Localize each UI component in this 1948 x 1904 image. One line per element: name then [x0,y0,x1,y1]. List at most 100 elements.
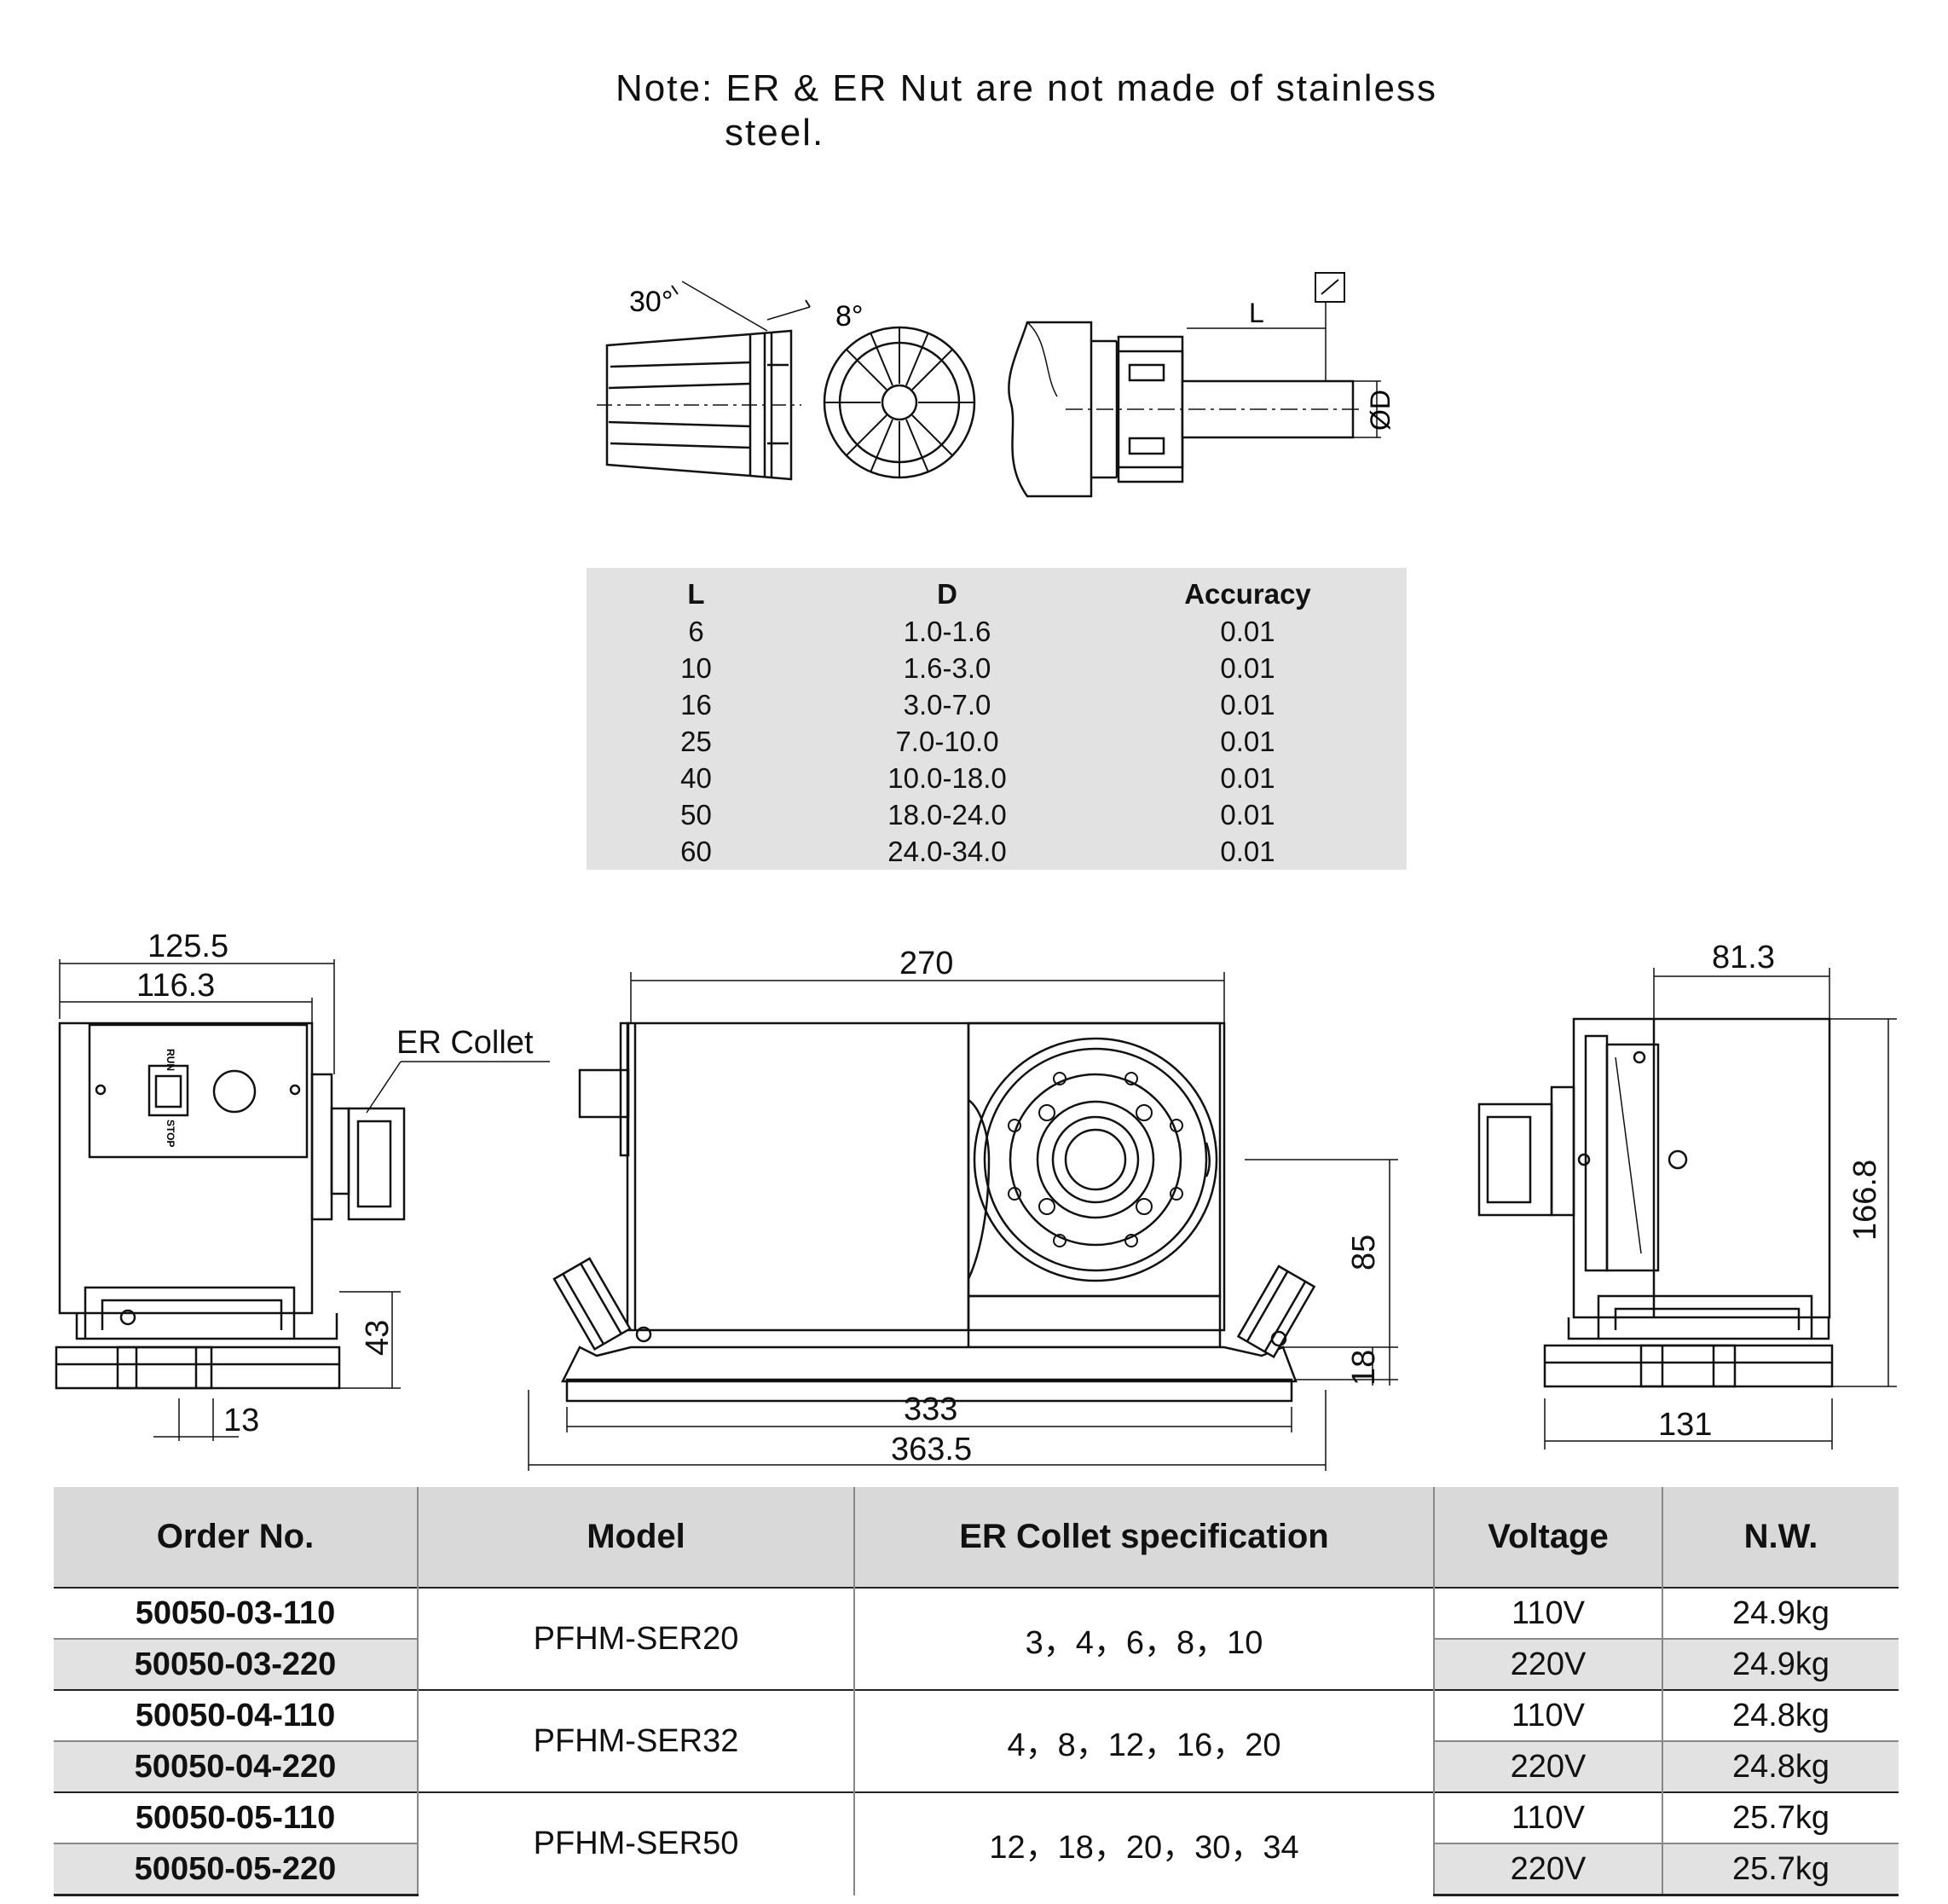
dim-43: 43 [360,1320,396,1356]
er-collet-label: ER Collet [396,1025,534,1061]
cell-L: 10 [680,651,712,684]
model-name: PFHM-SER20 [418,1587,855,1690]
header-voltage: Voltage [1434,1487,1663,1588]
cell-D: 7.0-10.0 [895,725,999,757]
table-row: 50050-04-110 PFHM-SER32 4，8，12，16，20 110… [54,1689,1899,1792]
weight: 24.9kg [1662,1587,1899,1639]
table-row: 50050-05-110 PFHM-SER50 12，18，20，30，34 1… [54,1791,1899,1895]
cell-D: 1.0-1.6 [903,615,991,647]
header-model: Model [418,1487,855,1588]
order-table: Order No. Model ER Collet specification … [54,1487,1899,1896]
table-row: 50050-03-220 220V 24.9kg [54,1638,1899,1690]
table-row: 16 3.0-7.0 0.01 [587,686,1407,723]
table-row: 50050-05-220 220V 25.7kg [54,1843,1899,1896]
diameter-D-label: ØD [1365,390,1396,431]
dim-81-3: 81.3 [1712,940,1775,975]
voltage: 110V [1434,1689,1663,1741]
order-number: 50050-03-220 [54,1638,419,1690]
cell-accuracy: 0.01 [1220,688,1275,721]
voltage: 220V [1434,1638,1663,1690]
cell-D: 1.6-3.0 [903,651,991,684]
cell-D: 10.0-18.0 [887,761,1007,794]
cell-D: 3.0-7.0 [903,688,991,721]
cell-L: 50 [680,798,712,830]
cell-accuracy: 0.01 [1220,651,1275,684]
table-row: 50050-03-110 PFHM-SER20 3，4，6，8，10 110V … [54,1587,1899,1690]
dim-270: 270 [899,946,953,981]
order-number: 50050-03-110 [54,1587,419,1639]
angle-8-label: 8° [835,300,864,333]
cell-L: 40 [680,761,712,794]
collet-spec: 12，18，20，30，34 [854,1791,1435,1895]
dim-116-3: 116.3 [136,968,215,1004]
length-L-label: L [1249,298,1264,328]
collet-side-view [597,281,811,481]
dim-131: 131 [1658,1407,1712,1443]
model-name: PFHM-SER32 [418,1689,855,1792]
table-row: 10 1.6-3.0 0.01 [587,650,1407,686]
weight: 24.8kg [1662,1689,1899,1741]
order-number: 50050-04-110 [54,1689,419,1741]
note-line-1: Note: ER & ER Nut are not made of stainl… [616,67,1437,109]
weight: 25.7kg [1662,1843,1899,1896]
collet-spec: 4，8，12，16，20 [854,1689,1435,1792]
table-row: 60 24.0-34.0 0.01 [587,833,1407,870]
dim-333: 333 [904,1392,957,1427]
dimension-lines [59,959,1897,1471]
cell-D: 24.0-34.0 [887,835,1007,867]
weight: 24.9kg [1662,1638,1899,1690]
voltage: 220V [1434,1740,1663,1792]
order-number: 50050-04-220 [54,1740,419,1792]
collet-spec: 3，4，6，8，10 [854,1587,1435,1690]
table-row: 40 10.0-18.0 0.01 [587,760,1407,796]
cell-accuracy: 0.01 [1220,615,1275,647]
stop-label: STOP [165,1120,176,1147]
right-side-view [1477,1017,1834,1388]
weight: 25.7kg [1662,1791,1899,1843]
header-L: L [687,578,705,610]
collet-holder-view [1008,272,1381,498]
header-D: D [937,578,957,610]
table-row: 6 1.0-1.6 0.01 [587,613,1407,650]
dim-125-5: 125.5 [147,929,228,964]
voltage: 110V [1434,1587,1663,1639]
dim-85: 85 [1346,1235,1382,1270]
header-accuracy: Accuracy [1184,578,1311,610]
angle-30-label: 30° [629,286,673,318]
table-row: 50 18.0-24.0 0.01 [587,796,1407,833]
voltage: 220V [1434,1843,1663,1896]
run-label: RUN [165,1049,176,1071]
note-line-2: steel. [725,112,825,153]
cell-D: 18.0-24.0 [887,798,1007,830]
left-side-view [55,1021,406,1390]
header-er-spec: ER Collet specification [854,1487,1435,1588]
header-weight: N.W. [1662,1487,1899,1588]
front-view [552,1021,1316,1403]
note-text: Note: ER & ER Nut are not made of stainl… [616,67,1437,155]
dim-13: 13 [223,1403,259,1438]
cell-accuracy: 0.01 [1220,798,1275,830]
spec-table-header: L D Accuracy [587,568,1407,613]
cell-L: 16 [680,688,712,721]
voltage: 110V [1434,1791,1663,1843]
cell-accuracy: 0.01 [1220,725,1275,757]
table-row: 25 7.0-10.0 0.01 [587,723,1407,760]
model-name: PFHM-SER50 [418,1791,855,1895]
weight: 24.8kg [1662,1740,1899,1792]
cell-accuracy: 0.01 [1220,761,1275,794]
cell-accuracy: 0.01 [1220,835,1275,867]
order-table-header: Order No. Model ER Collet specification … [54,1487,1899,1588]
dim-166-8: 166.8 [1847,1160,1883,1241]
cell-L: 6 [688,615,704,647]
cell-L: 25 [680,725,712,757]
cell-L: 60 [680,835,712,867]
table-row: 50050-04-220 220V 24.8kg [54,1740,1899,1792]
dim-18: 18 [1346,1350,1382,1386]
header-order-no: Order No. [54,1487,419,1588]
collet-end-view [823,326,976,479]
order-number: 50050-05-110 [54,1791,419,1843]
dim-363-5: 363.5 [891,1432,972,1467]
order-number: 50050-05-220 [54,1843,419,1896]
